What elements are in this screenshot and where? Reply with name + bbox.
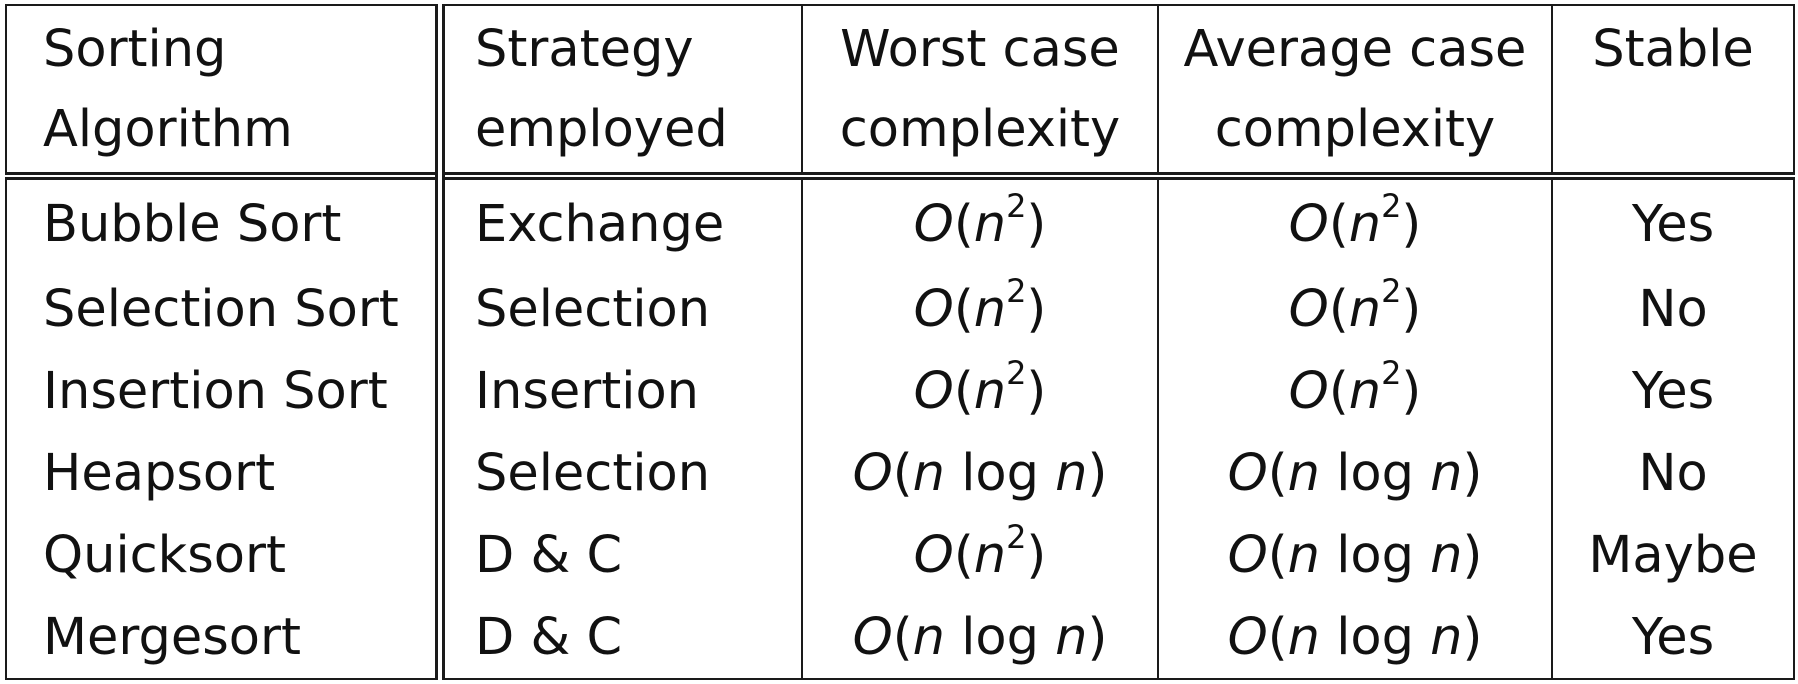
cell-worst-case: O(n2) — [801, 514, 1159, 596]
header-strategy-line2: employed — [475, 100, 728, 159]
table-row: Insertion Sort Insertion O(n2) O(n2) Yes — [5, 350, 1795, 432]
cell-strategy: Exchange — [439, 172, 803, 268]
cell-stable: No — [1551, 268, 1795, 350]
cell-average-case: O(n log n) — [1157, 514, 1553, 596]
sorting-algorithms-table: Sorting Algorithm Strategy employed Wors… — [5, 4, 1795, 680]
cell-strategy: Selection — [439, 432, 803, 514]
cell-stable: Yes — [1551, 172, 1795, 268]
header-stable: Stable — [1551, 4, 1795, 177]
table-row: Bubble Sort Exchange O(n2) O(n2) Yes — [5, 172, 1795, 268]
cell-stable: Maybe — [1551, 514, 1795, 596]
cell-average-case: O(n2) — [1157, 172, 1553, 268]
complexity-expression: O(n2) — [913, 517, 1047, 585]
header-strategy-line1: Strategy — [475, 20, 694, 79]
table-row: Selection Sort Selection O(n2) O(n2) No — [5, 268, 1795, 350]
cell-algorithm: Quicksort — [5, 514, 445, 596]
cell-algorithm: Selection Sort — [5, 268, 445, 350]
cell-stable: Yes — [1551, 350, 1795, 432]
complexity-expression: O(n log n) — [852, 443, 1108, 503]
complexity-expression: O(n2) — [1288, 186, 1422, 254]
header-worst-line1: Worst case — [840, 20, 1120, 79]
header-worst-line2: complexity — [839, 100, 1121, 159]
cell-strategy: Insertion — [439, 350, 803, 432]
cell-algorithm: Insertion Sort — [5, 350, 445, 432]
cell-strategy: D & C — [439, 596, 803, 680]
table-row: Quicksort D & C O(n2) O(n log n) Maybe — [5, 514, 1795, 596]
cell-strategy: Selection — [439, 268, 803, 350]
header-average-case: Average case complexity — [1157, 4, 1553, 177]
header-row: Sorting Algorithm Strategy employed Wors… — [5, 4, 1795, 177]
complexity-expression: O(n log n) — [1227, 525, 1483, 585]
header-strategy: Strategy employed — [439, 4, 803, 177]
cell-algorithm: Mergesort — [5, 596, 445, 680]
table-row: Mergesort D & C O(n log n) O(n log n) Ye… — [5, 596, 1795, 680]
header-stable-line2 — [1553, 90, 1793, 170]
cell-average-case: O(n2) — [1157, 350, 1553, 432]
cell-worst-case: O(n log n) — [801, 432, 1159, 514]
sorting-algorithms-table-container: Sorting Algorithm Strategy employed Wors… — [5, 4, 1795, 680]
complexity-expression: O(n log n) — [852, 607, 1108, 667]
table-row: Heapsort Selection O(n log n) O(n log n)… — [5, 432, 1795, 514]
complexity-expression: O(n2) — [1288, 353, 1422, 421]
header-worst-case: Worst case complexity — [801, 4, 1159, 177]
complexity-expression: O(n log n) — [1227, 443, 1483, 503]
cell-worst-case: O(n2) — [801, 172, 1159, 268]
cell-worst-case: O(n2) — [801, 350, 1159, 432]
complexity-expression: O(n2) — [1288, 271, 1422, 339]
cell-algorithm: Heapsort — [5, 432, 445, 514]
cell-stable: Yes — [1551, 596, 1795, 680]
cell-algorithm: Bubble Sort — [5, 172, 445, 268]
cell-average-case: O(n2) — [1157, 268, 1553, 350]
cell-average-case: O(n log n) — [1157, 596, 1553, 680]
cell-worst-case: O(n2) — [801, 268, 1159, 350]
header-algorithm-line2: Algorithm — [43, 100, 293, 159]
cell-average-case: O(n log n) — [1157, 432, 1553, 514]
header-stable-line1: Stable — [1592, 20, 1754, 79]
complexity-expression: O(n2) — [913, 186, 1047, 254]
complexity-expression: O(n2) — [913, 353, 1047, 421]
header-algorithm-line1: Sorting — [43, 20, 227, 79]
cell-strategy: D & C — [439, 514, 803, 596]
complexity-expression: O(n log n) — [1227, 607, 1483, 667]
cell-stable: No — [1551, 432, 1795, 514]
cell-worst-case: O(n log n) — [801, 596, 1159, 680]
header-average-line2: complexity — [1214, 100, 1496, 159]
table-body: Bubble Sort Exchange O(n2) O(n2) Yes Sel… — [5, 172, 1795, 680]
header-average-line1: Average case — [1183, 20, 1527, 79]
complexity-expression: O(n2) — [913, 271, 1047, 339]
header-algorithm: Sorting Algorithm — [5, 4, 445, 177]
